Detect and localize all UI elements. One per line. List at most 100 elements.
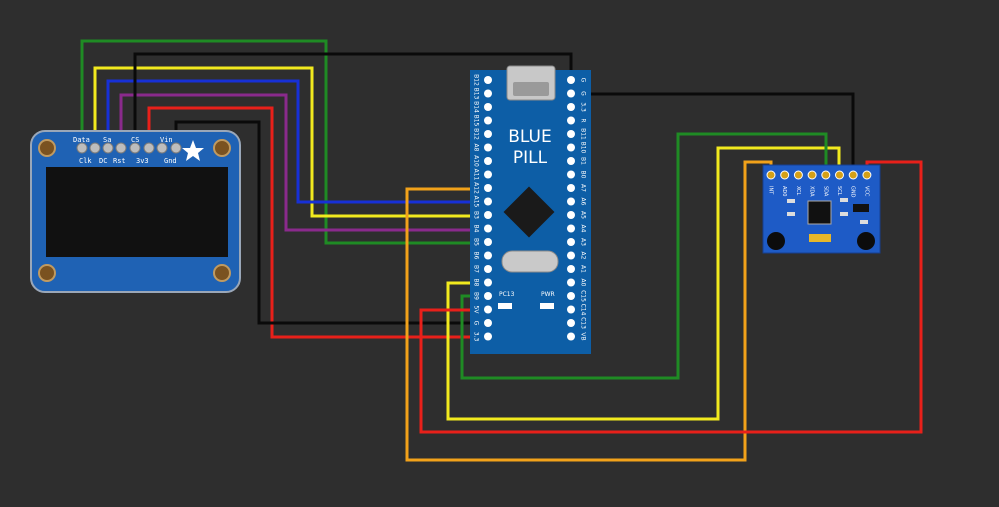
bluepill-right-pin-label: A2 [580, 252, 587, 260]
bluepill-left-pin[interactable] [484, 265, 492, 273]
bluepill-left-pin[interactable] [484, 130, 492, 138]
bluepill-left-pin[interactable] [484, 116, 492, 125]
oled-pin-7[interactable] [170, 142, 182, 154]
bluepill-right-pin[interactable] [567, 305, 575, 314]
led-label-pwr: PWR [541, 291, 555, 298]
mpu-pin-label: XCL [795, 186, 801, 196]
oled-label-vin: Vin [160, 136, 173, 144]
mpu-pin[interactable] [793, 170, 803, 180]
bluepill-right-pin[interactable] [567, 76, 575, 84]
bluepill-left-pin-label: B4 [473, 225, 480, 233]
oled-pin-2[interactable] [102, 142, 114, 154]
oled-pin-4[interactable] [129, 142, 141, 154]
bluepill-right-pin[interactable] [567, 319, 575, 327]
mpu-pin[interactable] [807, 170, 817, 180]
bluepill-right-pin[interactable] [567, 224, 575, 233]
bluepill-right-pin-label: R [580, 118, 587, 122]
bluepill-right-pin-label: B10 [580, 142, 587, 154]
mpu-pin-label: XDA [809, 186, 815, 197]
mpu-pin[interactable] [835, 170, 844, 180]
resistor-icon [860, 220, 868, 224]
star-icon [182, 140, 204, 161]
mpu-pin[interactable] [862, 170, 872, 180]
bluepill-left-pin-label: B14 [473, 101, 480, 113]
bluepill-right-pin[interactable] [567, 103, 575, 111]
bluepill-right-pin-label: A5 [580, 211, 587, 219]
bluepill-right-pin[interactable] [567, 251, 575, 260]
bluepill-right-pin-label: C14 [580, 304, 587, 316]
bluepill-left-pin[interactable] [484, 292, 492, 300]
bluepill-left-pin[interactable] [484, 157, 492, 165]
mpu-pin[interactable] [848, 170, 858, 180]
bluepill-left-pin[interactable] [484, 76, 492, 84]
bluepill-right-pin[interactable] [567, 332, 575, 341]
bluepill-left-pin-label: B3 [473, 211, 480, 219]
resistor-icon [787, 199, 795, 203]
crystal-icon [501, 250, 559, 273]
oled-pin-0[interactable] [76, 142, 88, 154]
bluepill-left-pin-label: G [473, 321, 480, 326]
oled-label-dc: DC [99, 157, 107, 165]
bluepill-right-pin[interactable] [567, 211, 575, 219]
bluepill-right-pin[interactable] [567, 197, 575, 206]
bluepill-right-pin[interactable] [567, 292, 575, 300]
led-label-pc13: PC13 [499, 291, 515, 298]
bluepill-left-pin[interactable] [484, 184, 492, 192]
bluepill-left-pin[interactable] [484, 103, 492, 111]
bluepill-left-pin-label: B13 [473, 88, 480, 100]
bluepill-title-line2: PILL [513, 148, 548, 168]
bluepill-left-pin[interactable] [484, 224, 492, 233]
bluepill-left-pin[interactable] [484, 332, 492, 341]
mpu-pin[interactable] [821, 170, 831, 180]
mount-hole-icon [857, 232, 875, 250]
bluepill-right-pin[interactable] [567, 265, 575, 273]
bluepill-left-pin-label: 5V [473, 306, 480, 315]
oled-pin-5[interactable] [143, 142, 155, 154]
mpu-pin[interactable] [766, 170, 776, 180]
wire-red-oled [147, 106, 488, 339]
oled-pin-1[interactable] [89, 142, 101, 154]
bluepill-left-pin[interactable] [484, 170, 492, 179]
bluepill-left-pin[interactable] [484, 89, 492, 98]
bluepill-title-line1: BLUE [508, 127, 551, 147]
bluepill-right-pin[interactable] [567, 157, 575, 165]
bluepill-right-pin[interactable] [567, 143, 575, 152]
bluepill-right-pin[interactable] [567, 116, 575, 125]
bluepill-right-pin[interactable] [567, 89, 575, 98]
bluepill-right-pin[interactable] [567, 170, 575, 179]
bluepill-left-pin[interactable] [484, 143, 492, 152]
bluepill-left-pin[interactable] [484, 278, 492, 287]
bluepill-left-pin[interactable] [484, 238, 492, 246]
bluepill-right-pin-label: A6 [580, 198, 587, 206]
wire-blue-oled [106, 79, 488, 204]
bluepill-left-pin-label: A12 [473, 182, 480, 194]
bluepill-right-pin[interactable] [567, 184, 575, 192]
bluepill-left-pin[interactable] [484, 305, 492, 314]
wire-yellow-oled [93, 66, 488, 218]
bluepill-right-pin[interactable] [567, 278, 575, 287]
oled-pin-6[interactable] [156, 142, 168, 154]
oled-label-sa: Sa [103, 136, 111, 144]
bluepill-left-pin-label: 3.3 [473, 332, 480, 342]
usb-port-icon [513, 82, 549, 96]
oled-display-module: Data Sa CS Vin Clk DC Rst 3v3 Gnd [30, 130, 241, 293]
wire-yellow-mpu [446, 146, 841, 421]
bluepill-right-pin[interactable] [567, 238, 575, 246]
oled-pin-3[interactable] [115, 142, 127, 154]
bluepill-left-pin-label: B6 [473, 252, 480, 260]
bluepill-right-pin[interactable] [567, 130, 575, 138]
wire-black-mpu [571, 92, 855, 172]
bluepill-left-pin-label: B5 [473, 238, 480, 246]
wire-green-mpu [460, 132, 828, 380]
bluepill-left-pin[interactable] [484, 251, 492, 260]
mpu-pin-label: GND [850, 186, 856, 198]
bluepill-left-pin[interactable] [484, 319, 492, 327]
oled-label-rst: Rst [113, 157, 126, 165]
mpu-pin-label: AD0 [781, 186, 787, 196]
mpu-pin[interactable] [780, 170, 790, 180]
mount-hole-icon [38, 264, 56, 282]
bluepill-left-pin[interactable] [484, 197, 492, 206]
bluepill-left-pin[interactable] [484, 211, 492, 219]
bluepill-right-pin-label: C15 [580, 290, 587, 302]
